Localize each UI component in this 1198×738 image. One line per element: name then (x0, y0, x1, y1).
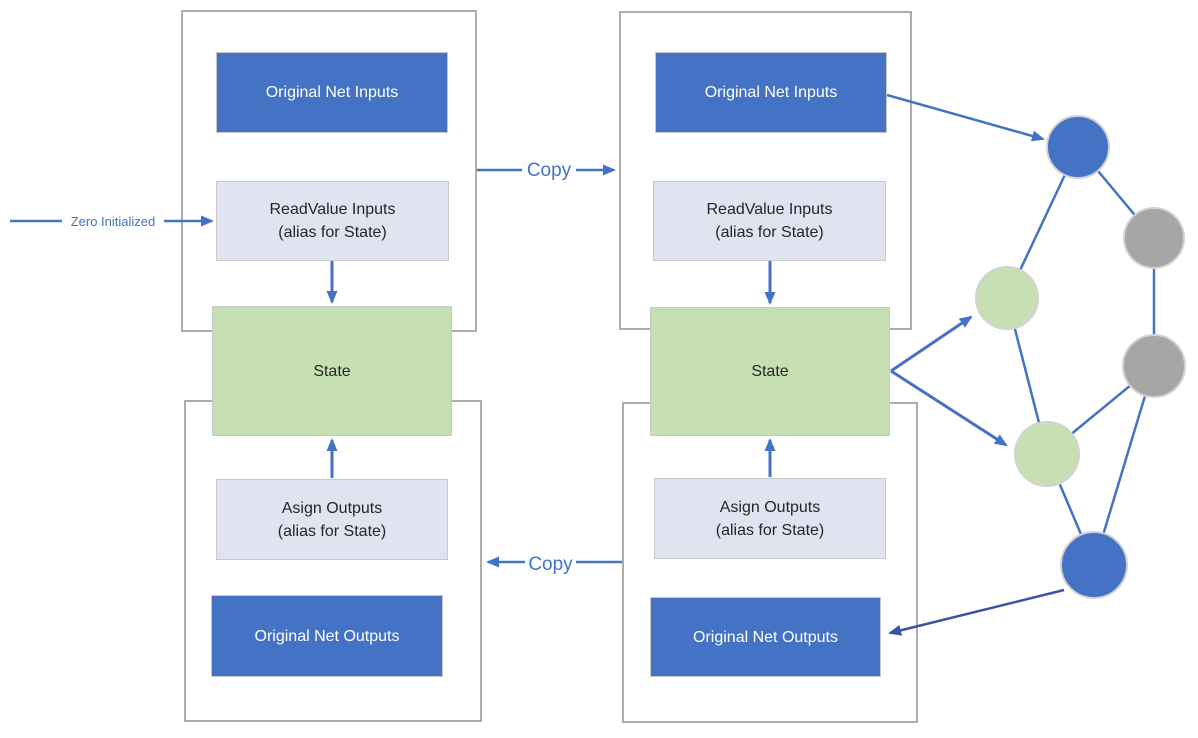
left-original-net-inputs-label: Original Net Inputs (265, 84, 399, 101)
left-asign-outputs-label-line1: Asign Outputs (281, 499, 383, 517)
right-readvalue-inputs-box: ReadValue Inputs (alias for State) (653, 181, 886, 261)
left-original-net-outputs-label: Original Net Outputs (254, 627, 400, 645)
left-asign-outputs-box: Asign Outputs (alias for State) (216, 479, 448, 560)
left-original-net-outputs-box: Original Net Outputs (211, 595, 443, 677)
right-original-net-outputs-box: Original Net Outputs (650, 597, 881, 677)
zero-initialized-label: Zero Initialized (62, 209, 164, 233)
graph-edge-net-input-node-hidden-node-top (1077, 146, 1155, 239)
node-graph-edges (1005, 146, 1156, 566)
left-state-label: State (313, 362, 351, 380)
graph-node-state-node-lower (1014, 421, 1080, 487)
node-graph (975, 115, 1186, 599)
right-state-box: State (650, 307, 890, 436)
copy-label-top: Copy (522, 156, 576, 185)
right-readvalue-inputs-label-line2: (alias for State) (715, 224, 824, 241)
graph-edge-state-node-lower-hidden-node-bottom (1046, 365, 1155, 455)
graph-node-net-output-node (1060, 531, 1128, 599)
right-state-label: State (751, 363, 789, 380)
graph-edge-hidden-node-bottom-net-output-node (1092, 365, 1156, 566)
graph-node-hidden-node-top (1123, 207, 1185, 269)
left-original-net-inputs-box: Original Net Inputs (216, 52, 448, 133)
graph-edge-state-node-lower-net-output-node (1045, 453, 1096, 566)
graph-node-net-input-node (1046, 115, 1110, 179)
left-asign-outputs-label-line2: (alias for State) (277, 522, 387, 540)
graph-node-state-node-upper (975, 266, 1039, 330)
right-original-net-outputs-label: Original Net Outputs (693, 628, 838, 646)
left-state-box: State (212, 306, 452, 436)
left-readvalue-inputs-label-line1: ReadValue Inputs (269, 201, 396, 218)
right-original-net-inputs-label: Original Net Inputs (704, 84, 838, 101)
right-asign-outputs-box: Asign Outputs (alias for State) (654, 478, 886, 559)
graph-edge-net-input-node-state-node-upper (1005, 146, 1080, 299)
graph-edge-state-node-upper-state-node-lower (1005, 297, 1049, 455)
right-asign-outputs-label-line2: (alias for State) (715, 521, 825, 539)
graph-node-hidden-node-bottom (1122, 334, 1186, 398)
copy-label-bottom: Copy (525, 550, 576, 579)
left-readvalue-inputs-label-line2: (alias for State) (278, 224, 387, 241)
right-asign-outputs-label-line1: Asign Outputs (719, 498, 821, 516)
right-readvalue-inputs-label-line1: ReadValue Inputs (706, 201, 833, 218)
left-readvalue-inputs-box: ReadValue Inputs (alias for State) (216, 181, 449, 261)
right-original-net-inputs-box: Original Net Inputs (655, 52, 887, 133)
